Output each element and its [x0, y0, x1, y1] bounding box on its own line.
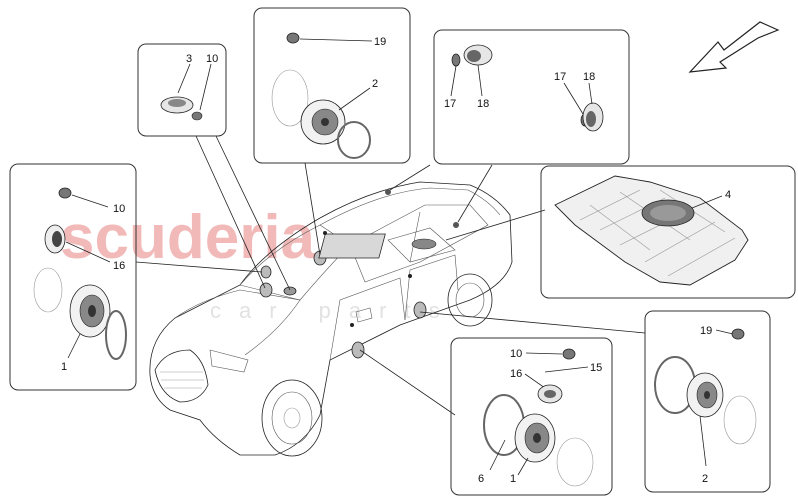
- panel-subwoofer: [540, 165, 796, 299]
- callout-19: 19: [374, 36, 386, 48]
- watermark-subtext: car parts: [210, 298, 458, 323]
- callout-19-bottom: 19: [700, 325, 712, 337]
- callout-15: 15: [590, 362, 602, 374]
- callout-4: 4: [725, 189, 731, 201]
- panel-pillar-tweeters: [433, 29, 630, 165]
- callout-1-bottom: 1: [510, 473, 516, 485]
- callout-16: 16: [113, 260, 125, 272]
- callout-1: 1: [61, 361, 67, 373]
- panel-front-door-speakers: [9, 163, 137, 391]
- panel1-parts: [33, 187, 127, 360]
- callout-17: 17: [444, 98, 456, 110]
- panel4-parts: [450, 44, 604, 132]
- panel7-parts: [654, 328, 757, 467]
- panel3-parts: [271, 32, 373, 159]
- panel-dashboard-tweeter: [137, 43, 227, 137]
- callout-2: 2: [372, 78, 378, 90]
- front-direction-arrow-icon: [688, 21, 780, 73]
- panel6-parts: [483, 348, 594, 487]
- callout-17-right: 17: [554, 71, 566, 83]
- panel-dashboard-midrange: [253, 7, 411, 164]
- callout-18-right: 18: [583, 71, 595, 83]
- panel2-parts: [160, 63, 212, 121]
- callout-18: 18: [477, 98, 489, 110]
- callout-6: 6: [478, 473, 484, 485]
- vehicle-speaker-markers: [259, 189, 459, 359]
- callout-10-bottom: 10: [510, 348, 522, 360]
- panel-rear-speaker: [644, 310, 771, 493]
- callout-2-bottom: 2: [702, 473, 708, 485]
- callout-10: 10: [113, 203, 125, 215]
- panel5-parts: [554, 175, 749, 286]
- panel-rear-door-speakers: [450, 337, 613, 496]
- callout-16-bottom: 16: [510, 368, 522, 380]
- leader-lines: [135, 135, 646, 416]
- callout-3: 3: [186, 53, 192, 65]
- vehicle-outline: [149, 181, 513, 457]
- callout-10-top: 10: [206, 53, 218, 65]
- watermark-text: scuderia: [60, 203, 316, 272]
